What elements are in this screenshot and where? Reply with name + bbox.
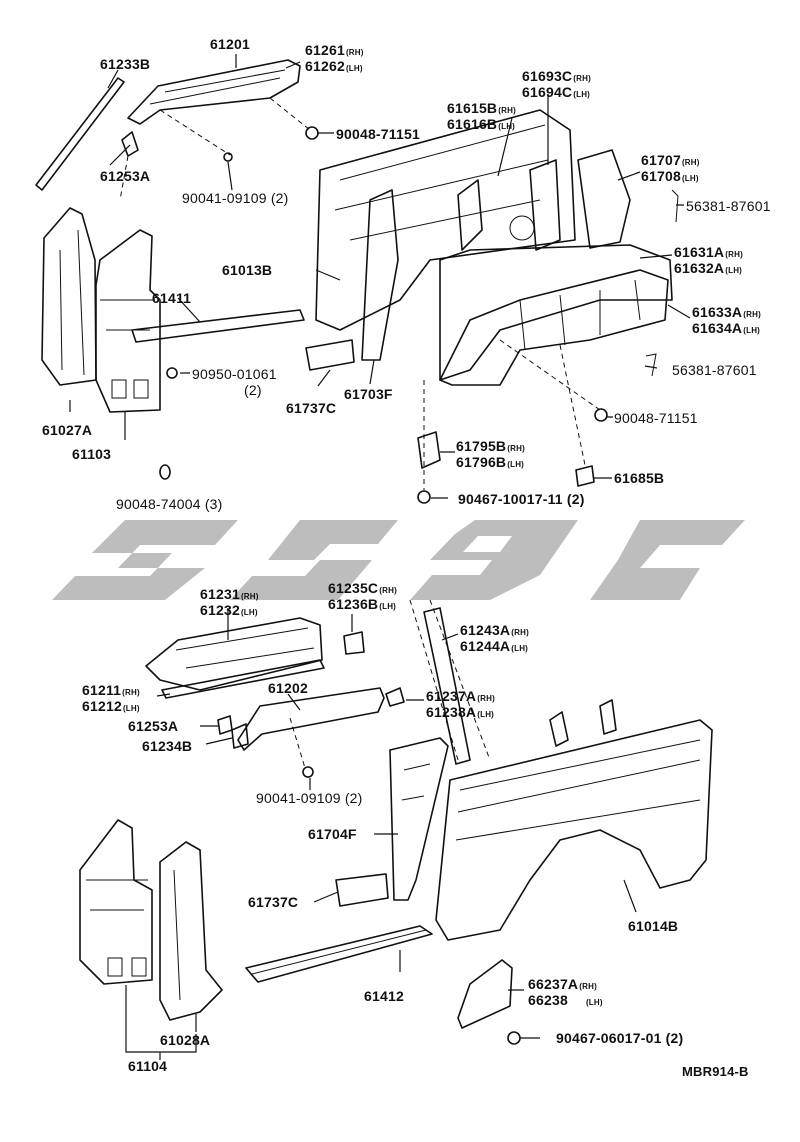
trim-61231: [145, 617, 323, 691]
bracket-61234B: [231, 723, 249, 749]
label-90048-71151-b: 90048-71151: [614, 410, 698, 426]
pillar-61243A: [423, 607, 471, 765]
bracket-66237A: [457, 959, 513, 1029]
bracket-61685B: [575, 465, 595, 487]
label-90048-71151-a: 90048-71151: [336, 126, 420, 142]
screw-90041-09109-b: [302, 766, 314, 778]
label-90950-qty: (2): [244, 382, 262, 398]
label-61237A: 61237A(RH): [426, 688, 495, 704]
roof-rail-61201: [127, 59, 301, 125]
label-61238A: 61238A(LH): [426, 704, 495, 720]
label-56381-87601-b: 56381-87601: [672, 362, 757, 378]
wheel-housing-61633A: [439, 269, 669, 386]
reinforcement-61615B: [457, 179, 483, 251]
label-90048-74004: 90048-74004 (3): [116, 496, 223, 512]
clip-90048-71151-b: [594, 408, 608, 422]
bracket-61737C-bottom: [335, 873, 389, 907]
label-90041-09109-b: 90041-09109 (2): [256, 790, 363, 806]
label-66237A: 66237A(RH): [528, 976, 597, 992]
label-66238: 66238(LH): [528, 992, 603, 1008]
label-90950-01061: 90950-01061: [192, 366, 277, 382]
label-61703F: 61703F: [344, 386, 393, 402]
label-61234B: 61234B: [142, 738, 193, 754]
label-61253A-bottom: 61253A: [128, 718, 179, 734]
rocker-panel-61412: [245, 925, 433, 983]
bracket-61795B: [417, 431, 441, 469]
clip-56381-87601-a: [671, 189, 679, 223]
label-61244A: 61244A(LH): [460, 638, 529, 654]
label-90467-06017-01: 90467-06017-01 (2): [556, 1030, 684, 1046]
bracket-61737C-top: [305, 339, 355, 371]
center-pillar-61104: [79, 819, 153, 985]
label-61212: 61212(LH): [82, 698, 140, 714]
label-61412: 61412: [364, 988, 404, 1004]
label-61103: 61103: [72, 446, 112, 462]
label-61708: 61708(LH): [641, 168, 699, 184]
label-61631A: 61631A(RH): [674, 244, 743, 260]
label-61261: 61261(RH): [305, 42, 364, 58]
bolt-90467-10017: [417, 490, 431, 504]
bracket-61237A: [385, 687, 405, 707]
label-61236B: 61236B(LH): [328, 596, 397, 612]
front-pillar-61028A: [159, 841, 223, 1021]
label-61243A: 61243A(RH): [460, 622, 529, 638]
label-61737C-top: 61737C: [286, 400, 337, 416]
clip-90048-74004: [159, 464, 171, 480]
label-61694C: 61694C(LH): [522, 84, 591, 100]
label-61202: 61202: [268, 680, 308, 696]
label-61014B: 61014B: [628, 918, 679, 934]
label-61632A: 61632A(LH): [674, 260, 743, 276]
bolt-90467-06017: [507, 1031, 521, 1045]
panel-61707: [577, 149, 631, 249]
label-61235C: 61235C(RH): [328, 580, 397, 596]
screw-90041-09109: [223, 152, 233, 162]
label-61411: 61411: [152, 290, 192, 306]
label-61231: 61231(RH): [200, 586, 259, 602]
bracket-61235C: [343, 631, 365, 655]
wheel-housing-61631A: [439, 244, 673, 381]
label-61013B: 61013B: [222, 262, 273, 278]
clip-90950-01061: [166, 367, 178, 379]
label-61693C: 61693C(RH): [522, 68, 591, 84]
label-61737C-bottom: 61737C: [248, 894, 299, 910]
quarter-panel-61014B: [435, 719, 713, 941]
center-pillar-61103: [95, 229, 161, 413]
front-pillar-61027A: [41, 207, 97, 386]
label-90467-10017-11: 90467-10017-11 (2): [458, 491, 585, 507]
label-90041-09109-a: 90041-09109 (2): [182, 190, 289, 206]
rail-61202: [237, 687, 385, 751]
label-56381-87601-a: 56381-87601: [686, 198, 771, 214]
label-61232: 61232(LH): [200, 602, 258, 618]
label-61028A: 61028A: [160, 1032, 211, 1048]
label-61634A: 61634A(LH): [692, 320, 761, 336]
pillar-61703F: [361, 189, 399, 361]
watermark-logo: [52, 520, 745, 600]
diagram-code: MBR914-B: [682, 1064, 749, 1079]
label-61633A: 61633A(RH): [692, 304, 761, 320]
label-61796B: 61796B(LH): [456, 454, 525, 470]
label-61615B: 61615B(RH): [447, 100, 516, 116]
weatherstrip-61233B: [35, 77, 125, 191]
bracket-61253A-bottom: [217, 715, 233, 735]
label-61027A: 61027A: [42, 422, 93, 438]
label-61707: 61707(RH): [641, 152, 700, 168]
label-61685B: 61685B: [614, 470, 665, 486]
pillar-61704F: [389, 737, 449, 901]
label-61233B: 61233B: [100, 56, 151, 72]
clip-56381-87601-b: [645, 353, 657, 377]
label-61262: 61262(LH): [305, 58, 363, 74]
rocker-panel-61411: [131, 309, 305, 343]
back-panel-61013B: [315, 109, 576, 331]
label-61211: 61211(RH): [82, 682, 140, 698]
label-61616B: 61616B(LH): [447, 116, 516, 132]
reinforcement-61693C: [529, 159, 561, 251]
label-61201: 61201: [210, 36, 250, 52]
label-61104: 61104: [128, 1058, 168, 1074]
label-61253A-top: 61253A: [100, 168, 151, 184]
label-61704F: 61704F: [308, 826, 357, 842]
bracket-61253A-top: [121, 131, 139, 157]
label-61795B: 61795B(RH): [456, 438, 525, 454]
